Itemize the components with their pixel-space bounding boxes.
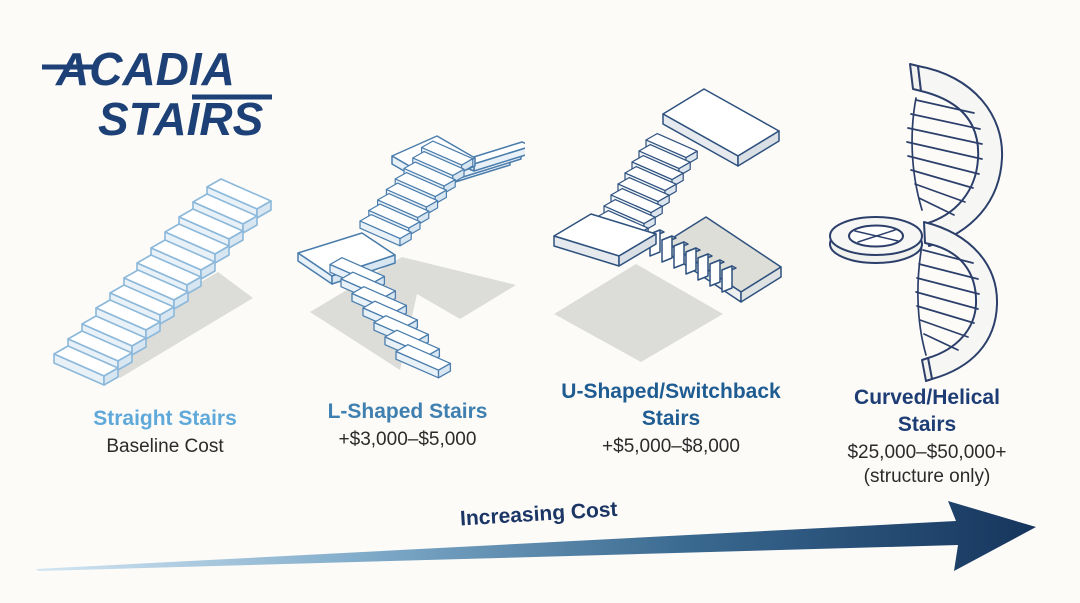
l-upper-flight — [359, 140, 474, 247]
arrow-shape — [36, 501, 1036, 571]
stair-type-straight: Straight Stairs Baseline Cost — [30, 152, 300, 459]
title-line2: Stairs — [897, 413, 957, 436]
curved-helical-stairs-illustration — [829, 63, 1004, 382]
stair-type-cost: Baseline Cost — [30, 435, 300, 459]
straight-stairs-illustration — [52, 178, 272, 386]
stair-type-curved-helical: Curved/Helical Stairs $25,000–$50,000+ (… — [808, 60, 1046, 489]
l-shaped-stairs-illustration — [297, 135, 525, 379]
u-shaped-shadow — [554, 264, 723, 362]
u-top-landing — [662, 88, 780, 167]
spiral-structure — [829, 63, 1004, 382]
spiral-lower-treads — [915, 244, 980, 356]
stair-type-title: U-Shaped/Switchback Stairs — [540, 378, 802, 432]
increasing-cost-arrow — [36, 501, 1036, 571]
cost-value: $25,000–$50,000+ — [847, 442, 1007, 463]
l-shaped-structure — [297, 135, 525, 379]
stair-type-l-shaped: L-Shaped Stairs +$3,000–$5,000 — [285, 128, 530, 452]
stair-type-title: L-Shaped Stairs — [285, 398, 530, 425]
cost-value: +$3,000–$5,000 — [338, 429, 477, 450]
title-line1: Straight Stairs — [93, 407, 237, 430]
stair-type-u-shaped: U-Shaped/Switchback Stairs +$5,000–$8,00… — [540, 84, 802, 459]
stair-type-title: Curved/Helical Stairs — [808, 384, 1046, 438]
cost-value: +$5,000–$8,000 — [602, 436, 740, 457]
title-line1: Curved/Helical — [854, 386, 1000, 409]
u-middle-landing — [553, 213, 657, 267]
stair-type-cost: +$3,000–$5,000 — [285, 428, 530, 452]
spiral-lower-stringer — [923, 221, 999, 380]
cost-value: Baseline Cost — [106, 436, 224, 457]
cost-note: (structure only) — [863, 466, 991, 487]
stair-type-title: Straight Stairs — [30, 405, 300, 432]
title-line2: Stairs — [641, 407, 701, 430]
title-line1: L-Shaped Stairs — [327, 400, 488, 423]
spiral-middle-landing — [829, 216, 923, 264]
stair-type-cost: +$5,000–$8,000 — [540, 435, 802, 459]
spiral-upper-stringer — [917, 65, 1004, 247]
stair-type-cost: $25,000–$50,000+ (structure only) — [808, 441, 1046, 489]
acadia-stairs-logo: ACADIA STAIRS — [42, 43, 272, 145]
u-shaped-structure — [553, 88, 782, 303]
logo-line1: ACADIA — [55, 43, 235, 95]
logo-line2: STAIRS — [98, 93, 264, 145]
title-line1: U-Shaped/Switchback — [561, 380, 781, 403]
u-shaped-stairs-illustration — [553, 88, 782, 362]
straight-stairs-treads — [52, 178, 272, 386]
spiral-upper-treads — [906, 97, 983, 216]
spiral-bottom-cap — [921, 357, 933, 382]
